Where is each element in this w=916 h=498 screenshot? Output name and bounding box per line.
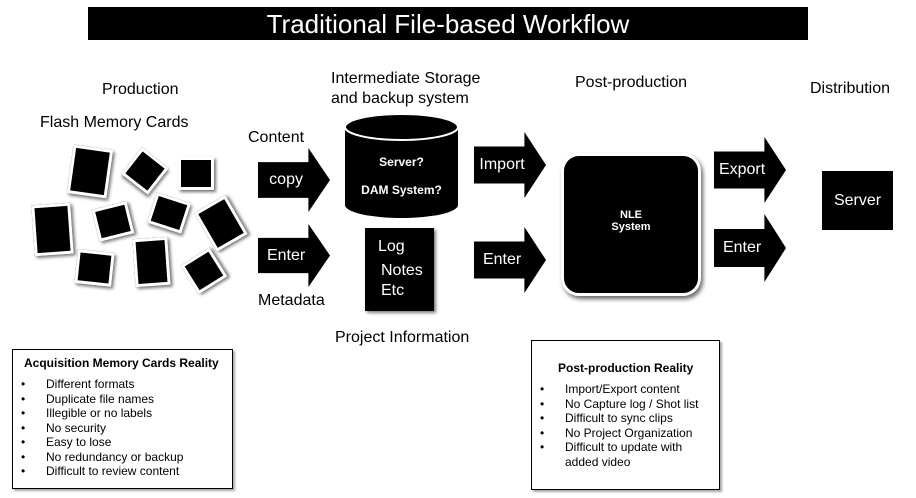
enter-distribution-arrow-label: Enter (722, 239, 762, 256)
storage-dam-label: DAM System? (361, 183, 442, 197)
flash-card (31, 202, 74, 257)
storage-cylinder (344, 113, 459, 219)
list-item: Difficult to review content (13, 464, 232, 479)
flash-card (74, 249, 115, 287)
export-arrow: Export (714, 137, 786, 203)
post-reality-heading: Post-production Reality (558, 361, 694, 375)
post-reality-list: Import/Export content No Capture log / S… (532, 382, 719, 469)
list-item: Duplicate file names (13, 392, 232, 407)
list-item: No Capture log / Shot list (532, 397, 707, 412)
nle-label: NLE (620, 209, 642, 221)
list-item: Import/Export content (532, 382, 707, 397)
nle-system-label: System (611, 221, 651, 233)
list-item: Difficult to update with added video (532, 440, 707, 469)
flash-card (194, 195, 248, 252)
list-item: No security (13, 421, 232, 436)
project-info-etc: Etc (381, 282, 405, 299)
project-info-box (365, 228, 434, 311)
flash-card (178, 157, 214, 190)
enter-distribution-arrow: Enter (714, 214, 786, 282)
diagram-title: Traditional File-based Workflow (88, 7, 808, 40)
list-item: No redundancy or backup (13, 450, 232, 465)
flash-cards-label: Flash Memory Cards (40, 114, 189, 131)
export-arrow-label: Export (718, 161, 766, 178)
copy-arrow: copy (258, 148, 330, 212)
distribution-server-box: Server (822, 171, 893, 230)
list-item: Illegible or no labels (13, 406, 232, 421)
metadata-label: Metadata (258, 292, 325, 309)
list-item: Different formats (13, 377, 232, 392)
acquisition-reality-list: Different formats Duplicate file names I… (13, 377, 232, 479)
enter-post-arrow: Enter (474, 227, 546, 293)
flash-card (91, 201, 135, 242)
acquisition-reality-box: Acquisition Memory Cards Reality Differe… (12, 349, 233, 489)
project-info-log: Log (378, 238, 405, 255)
enter-metadata-arrow-label: Enter (266, 246, 306, 264)
distribution-server-label: Server (833, 191, 882, 209)
project-info-notes: Notes (381, 262, 423, 279)
list-item: Difficult to sync clips (532, 411, 707, 426)
post-production-heading: Post-production (575, 74, 688, 91)
flash-card (121, 147, 169, 195)
enter-metadata-arrow: Enter (258, 224, 330, 287)
flash-card (146, 192, 192, 234)
import-arrow: Import (474, 132, 546, 198)
import-arrow-label: Import (479, 156, 525, 173)
nle-system-box (561, 153, 701, 296)
list-item: Easy to lose (13, 435, 232, 450)
storage-server-label: Server? (379, 155, 424, 169)
post-reality-box: Post-production Reality Import/Export co… (531, 340, 720, 490)
list-item: No Project Organization (532, 426, 707, 441)
flash-card (180, 247, 228, 295)
content-label: Content (248, 129, 305, 146)
intermediate-heading-line2: and backup system (331, 90, 469, 107)
distribution-heading: Distribution (810, 80, 891, 97)
flash-card (132, 236, 171, 288)
copy-arrow-label: copy (269, 171, 303, 188)
enter-post-arrow-label: Enter (482, 251, 522, 268)
intermediate-heading-line1: Intermediate Storage (331, 70, 481, 87)
production-heading: Production (102, 81, 179, 98)
acquisition-reality-heading: Acquisition Memory Cards Reality (24, 356, 219, 370)
flash-card (66, 144, 114, 199)
project-information-label: Project Information (335, 329, 470, 346)
